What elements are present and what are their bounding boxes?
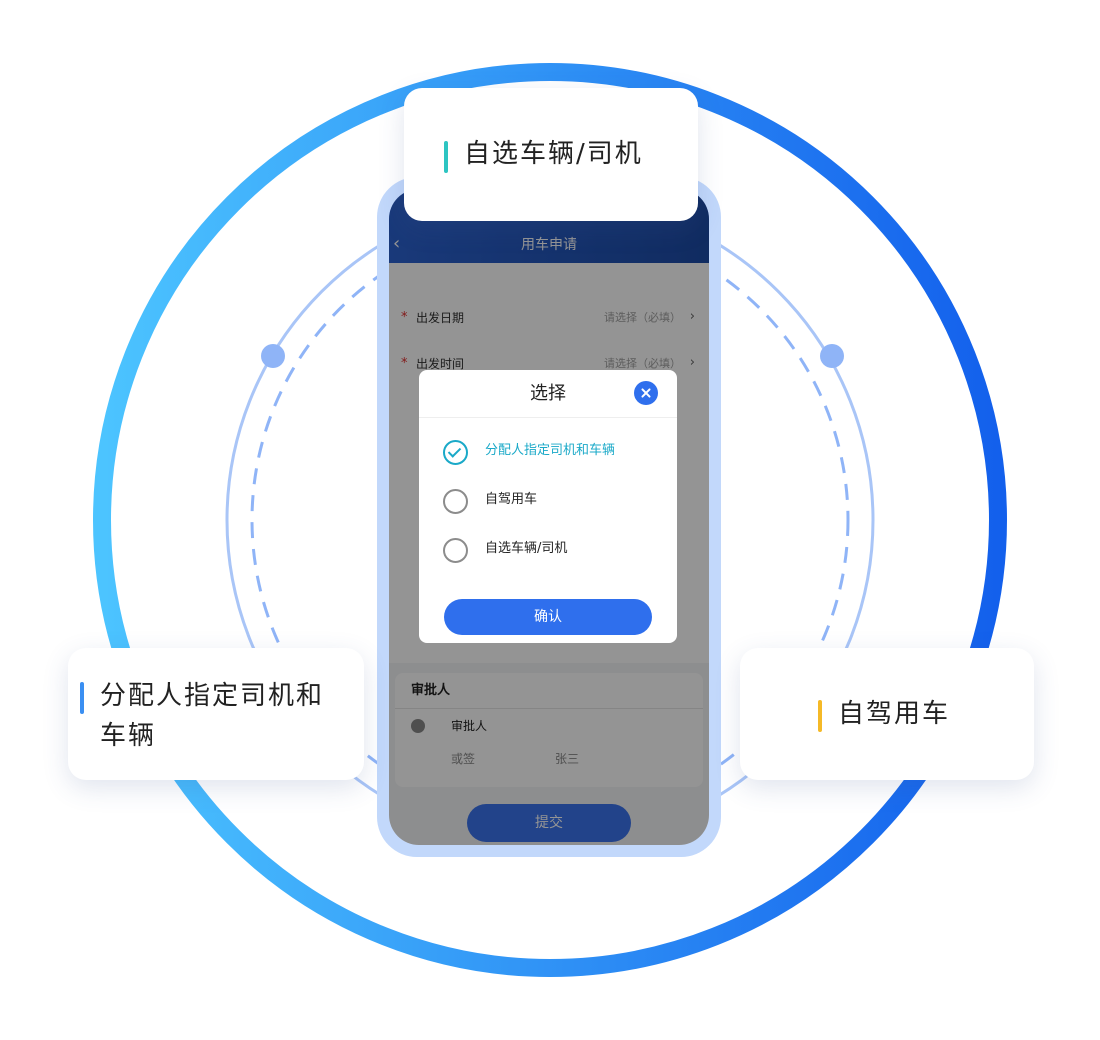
callout-top: 自选车辆/司机 <box>404 88 698 221</box>
accent-bar <box>444 141 448 173</box>
option-label: 分配人指定司机和车辆 <box>485 443 616 458</box>
form-row-departure-time[interactable]: * 出发时间 请选择（必填） › <box>389 341 709 387</box>
dialog-title: 选择 <box>530 383 566 404</box>
callout-text: 自选车辆/司机 <box>464 139 643 169</box>
divider <box>419 417 677 418</box>
option-self-drive[interactable]: 自驾用车 <box>443 486 663 516</box>
divider <box>395 708 703 709</box>
form-row-label: 出发日期 <box>416 311 465 325</box>
option-label: 自选车辆/司机 <box>485 541 568 556</box>
submit-button[interactable]: 提交 <box>467 804 631 842</box>
approval-mode: 或签 <box>451 752 476 766</box>
chevron-right-icon: › <box>689 355 695 370</box>
accent-bar <box>80 682 84 714</box>
callout-right: 自驾用车 <box>740 648 1034 780</box>
radio-empty-icon <box>443 538 468 563</box>
radio-empty-icon <box>443 489 468 514</box>
chevron-right-icon: › <box>689 309 695 324</box>
required-mark: * <box>401 356 408 371</box>
callout-text: 分配人指定司机和车辆 <box>100 681 325 751</box>
form-row-label: 出发时间 <box>416 357 465 371</box>
approver-name[interactable]: 张三 <box>555 752 580 766</box>
callout-left: 分配人指定司机和车辆 <box>68 648 364 780</box>
select-dialog: 选择 分配人指定司机和车辆 自驾用车 自选车辆/司机 确认 <box>419 370 677 643</box>
ring-dot-left <box>261 344 285 368</box>
outer-ring <box>93 63 1007 977</box>
user-icon <box>411 719 425 733</box>
ring-dot-right <box>820 344 844 368</box>
close-icon[interactable] <box>634 381 658 405</box>
form-row-hint: 请选择（必填） <box>604 357 681 370</box>
approver-label: 审批人 <box>451 719 488 733</box>
callout-text: 自驾用车 <box>838 699 951 729</box>
check-circle-icon <box>443 440 468 465</box>
approval-section: 审批人 审批人 或签 张三 <box>395 673 703 787</box>
approval-title: 审批人 <box>411 683 451 698</box>
required-mark: * <box>401 310 408 325</box>
option-choose-vehicle-driver[interactable]: 自选车辆/司机 <box>443 535 663 565</box>
form-row-hint: 请选择（必填） <box>604 311 681 324</box>
confirm-button[interactable]: 确认 <box>444 599 652 635</box>
chevron-left-icon[interactable]: ‹ <box>393 233 401 254</box>
option-assigned-driver-vehicle[interactable]: 分配人指定司机和车辆 <box>443 437 663 467</box>
page-title: 用车申请 <box>521 237 577 253</box>
form-row-departure-date[interactable]: * 出发日期 请选择（必填） › <box>389 295 709 341</box>
option-label: 自驾用车 <box>485 492 538 507</box>
accent-bar <box>818 700 822 732</box>
